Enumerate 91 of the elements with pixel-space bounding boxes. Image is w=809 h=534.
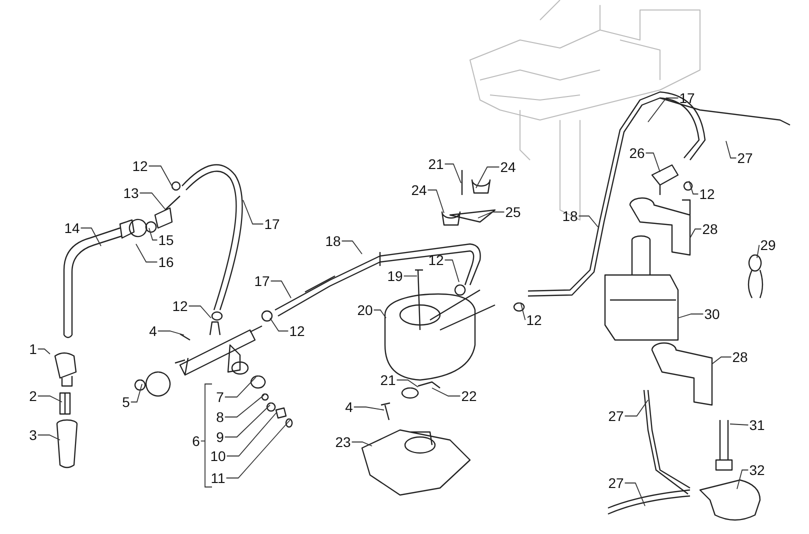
callout-number: 5 <box>122 394 130 410</box>
leader-line <box>136 244 158 262</box>
leader-line <box>645 152 660 172</box>
leader-line <box>226 420 290 478</box>
callout-number: 17 <box>264 216 280 232</box>
leader-line <box>736 470 749 490</box>
callout-number: 12 <box>699 186 715 202</box>
callout-number: 14 <box>64 220 80 236</box>
callout-number: 4 <box>345 399 353 415</box>
leader-line <box>148 228 158 240</box>
callout-number: 26 <box>629 145 645 161</box>
leader-line <box>396 380 418 388</box>
callout-number: 16 <box>158 254 174 270</box>
leader-line <box>353 406 384 410</box>
leader-line <box>341 240 362 254</box>
leader-line <box>444 260 460 282</box>
leader-line <box>476 166 500 188</box>
leader-line <box>678 314 704 318</box>
callout-number: 24 <box>500 159 516 175</box>
leader-line <box>80 228 102 246</box>
callout-number: 21 <box>428 156 444 172</box>
leader-line <box>224 376 256 398</box>
leader-line <box>224 404 270 438</box>
callout-number: 22 <box>461 388 477 404</box>
leader-line <box>712 356 732 364</box>
callout-number: 27 <box>608 408 624 424</box>
callout-number: 28 <box>702 221 718 237</box>
callout-number: 29 <box>760 237 776 253</box>
callout-number: 12 <box>172 298 188 314</box>
callout-number: 3 <box>29 427 37 443</box>
callout-number: 32 <box>749 462 765 478</box>
callout-number: 18 <box>562 208 578 224</box>
leader-line <box>373 310 386 318</box>
callout-number: 25 <box>505 204 521 220</box>
leader-line <box>520 304 526 320</box>
leader-line <box>688 180 699 194</box>
leader-line <box>130 384 142 402</box>
leader-line <box>37 348 50 354</box>
leader-line <box>690 228 702 238</box>
leader-line <box>200 440 206 442</box>
leader-line <box>756 244 760 258</box>
leader-line <box>478 212 505 218</box>
callout-number: 24 <box>411 182 427 198</box>
callout-number: 13 <box>123 185 139 201</box>
callout-number: 2 <box>29 388 37 404</box>
callout-number: 4 <box>149 323 157 339</box>
leader-line <box>226 412 278 456</box>
leader-line <box>624 482 646 506</box>
callout-number: 1 <box>29 341 37 357</box>
callout-number: 17 <box>679 90 695 106</box>
leader-line <box>37 396 62 402</box>
leader-line <box>726 140 737 158</box>
callout-number: 12 <box>289 323 305 339</box>
callout-number: 30 <box>704 306 720 322</box>
leader-line <box>148 166 174 188</box>
leader-line <box>188 306 212 318</box>
callout-number: 17 <box>254 273 270 289</box>
callout-number: 8 <box>216 409 224 425</box>
callout-number: 27 <box>608 475 624 491</box>
callout-number: 10 <box>210 448 226 464</box>
callout-number: 19 <box>387 268 403 284</box>
callout-number: 11 <box>210 470 226 486</box>
leader-line <box>730 424 749 426</box>
callout-number: 23 <box>335 434 351 450</box>
leader-line <box>224 394 264 418</box>
leader-line <box>648 98 679 122</box>
callout-number: 6 <box>192 433 200 449</box>
leader-line <box>139 192 166 210</box>
callout-number: 12 <box>526 312 542 328</box>
callout-number: 20 <box>357 302 373 318</box>
callout-number: 9 <box>216 429 224 445</box>
callout-number: 27 <box>737 150 753 166</box>
callout-number: 12 <box>428 252 444 268</box>
callout-number: 21 <box>380 372 396 388</box>
leader-line <box>578 216 598 228</box>
leader-line <box>270 280 292 298</box>
leader-line <box>427 190 444 214</box>
leader-line <box>37 434 60 440</box>
leader-line <box>270 318 289 332</box>
callout-number: 31 <box>749 417 765 433</box>
callout-number: 12 <box>132 158 148 174</box>
callout-number: 7 <box>216 389 224 405</box>
leader-line <box>157 330 184 336</box>
leader-line <box>351 442 372 446</box>
leader-line <box>432 388 461 396</box>
leader-line <box>624 400 648 416</box>
leader-line <box>444 164 462 184</box>
callout-number: 15 <box>158 232 174 248</box>
callout-number: 18 <box>325 233 341 249</box>
callout-number: 28 <box>732 349 748 365</box>
leader-line <box>242 200 264 224</box>
